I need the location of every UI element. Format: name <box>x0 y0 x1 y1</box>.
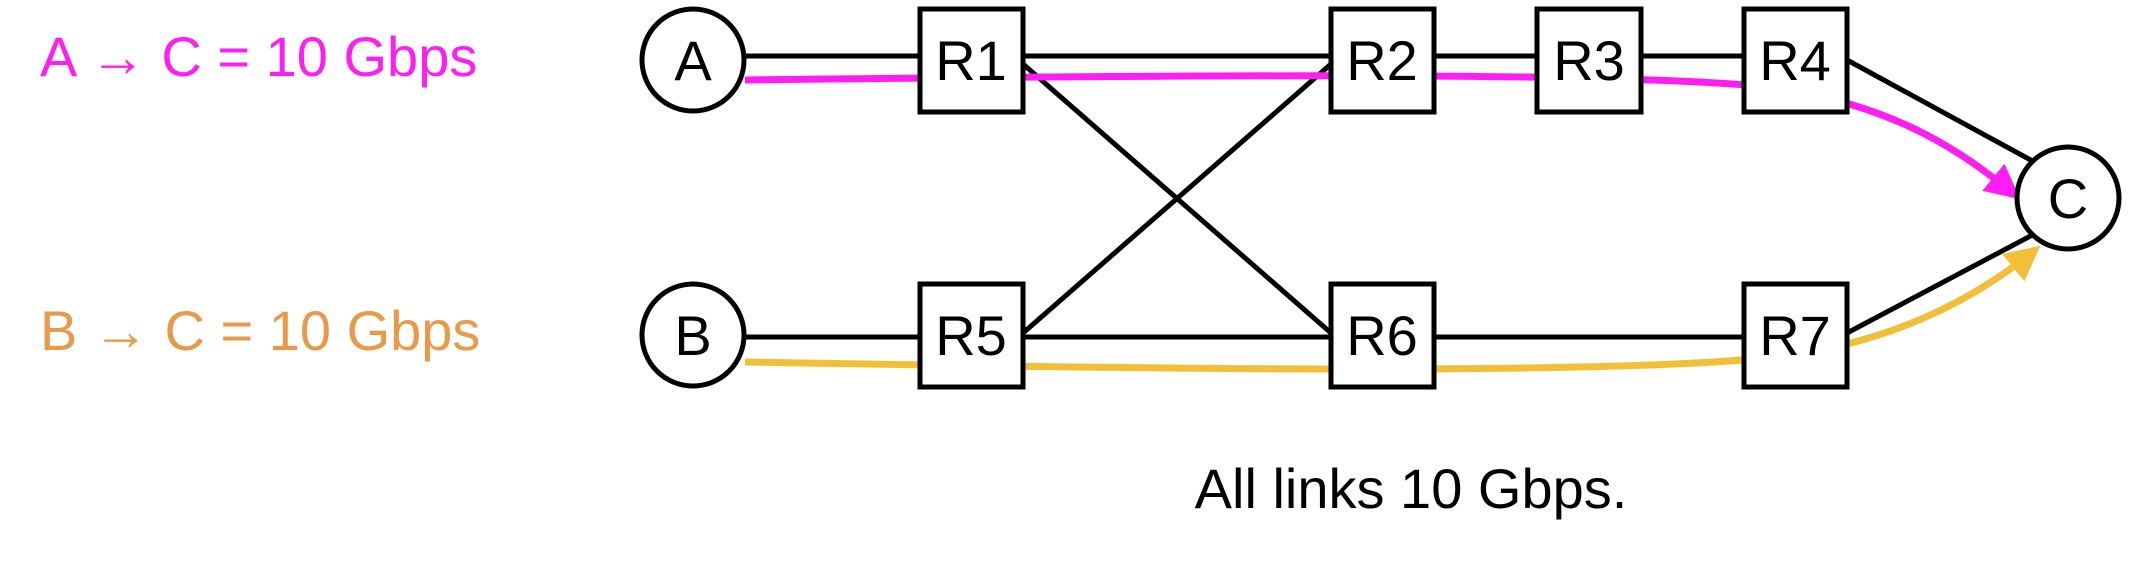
host-b: B <box>639 281 747 389</box>
router-r1-label: R1 <box>935 29 1007 92</box>
flow-path-a-to-c <box>744 72 2021 200</box>
link-r4-c <box>1845 57 2040 167</box>
host-a-label: A <box>674 29 712 92</box>
router-r3: R3 <box>1534 6 1644 115</box>
router-r7: R7 <box>1741 281 1850 390</box>
host-b-label: B <box>674 304 711 367</box>
host-c-label: C <box>2048 167 2088 230</box>
router-r6-label: R6 <box>1346 304 1418 367</box>
router-r2: R2 <box>1328 6 1437 115</box>
host-a: A <box>639 6 747 114</box>
router-r1: R1 <box>917 6 1026 115</box>
router-r4-label: R4 <box>1759 29 1831 92</box>
router-r2-label: R2 <box>1346 29 1418 92</box>
router-r6: R6 <box>1328 281 1437 390</box>
flow-label-a-to-c: A → C = 10 Gbps <box>40 25 477 88</box>
flow-path-b-to-c <box>744 245 2041 373</box>
router-r5: R5 <box>917 281 1026 390</box>
router-r3-label: R3 <box>1553 29 1625 92</box>
host-c: C <box>2014 144 2122 252</box>
router-r7-label: R7 <box>1759 304 1831 367</box>
router-r5-label: R5 <box>935 304 1007 367</box>
router-r4: R4 <box>1741 6 1850 115</box>
links <box>744 53 2040 340</box>
flow-label-b-to-c: B → C = 10 Gbps <box>40 299 480 362</box>
link-r5-r2 <box>1021 62 1333 335</box>
link-r7-c <box>1845 229 2040 336</box>
footnote: All links 10 Gbps. <box>1195 457 1628 520</box>
